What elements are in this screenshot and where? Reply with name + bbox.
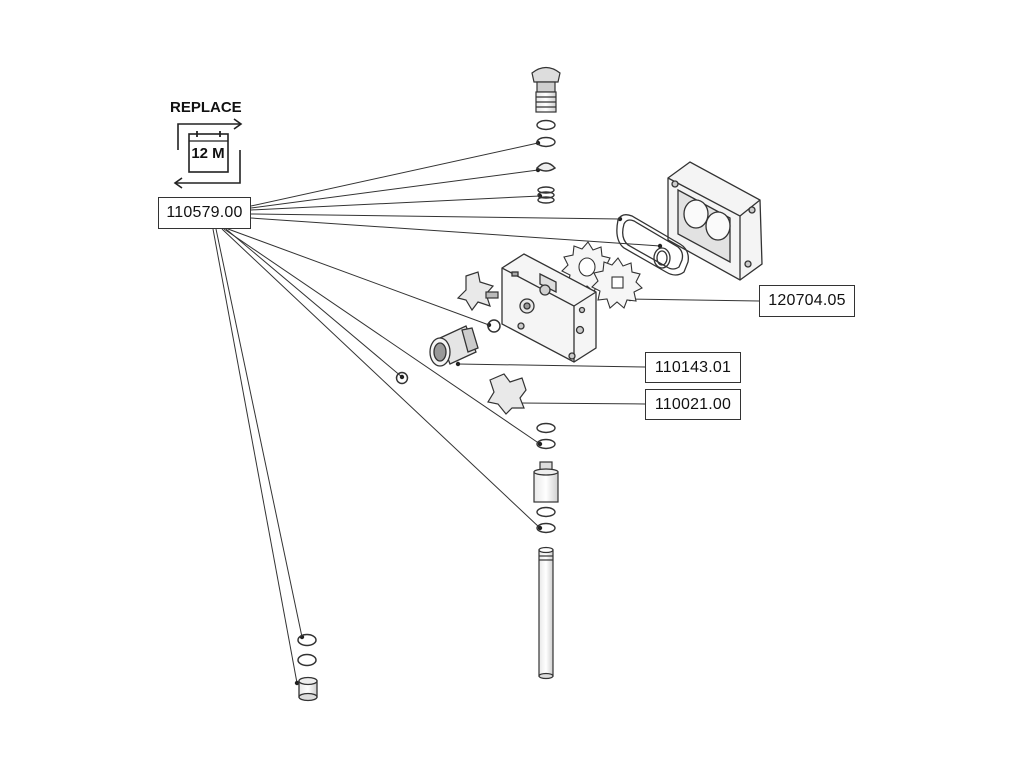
body-oring [487, 319, 501, 333]
leader-lines [212, 142, 760, 684]
callout-kit-label: 110579.00 [166, 204, 243, 221]
star-knob-upper [456, 271, 499, 312]
lower-seals [536, 422, 556, 534]
replace-interval: 12 M [191, 145, 225, 162]
replace-arrows [173, 118, 243, 189]
valve-plug [531, 66, 561, 113]
cover-gasket [616, 214, 689, 276]
leader-dots [294, 140, 663, 686]
callout-knob-label: 110021.00 [654, 395, 732, 413]
star-knob-lower [487, 373, 527, 415]
gear-cover [667, 161, 763, 281]
gear-pair [561, 241, 643, 309]
small-oring-gasket [653, 247, 671, 269]
nipple-fitting [533, 461, 559, 503]
replace-label: REPLACE [170, 99, 242, 116]
callout-gear-housing-label: 120704.05 [768, 292, 846, 309]
coupling [429, 325, 479, 367]
pump-body [501, 253, 597, 363]
calendar-icon [188, 131, 229, 173]
top-seals [535, 119, 557, 204]
callout-kit-110579[interactable]: 110579.00 [158, 197, 251, 229]
dip-tube [538, 546, 554, 680]
left-oring [395, 371, 409, 385]
callout-coupling-110143[interactable]: 110143.01 [645, 352, 741, 383]
callout-knob-110021[interactable]: 110021.00 [645, 389, 741, 420]
bottom-seals [297, 633, 317, 667]
callout-gear-housing-120704[interactable]: 120704.05 [759, 285, 855, 317]
bottom-bushing [298, 676, 318, 702]
callout-coupling-label: 110143.01 [654, 358, 732, 376]
